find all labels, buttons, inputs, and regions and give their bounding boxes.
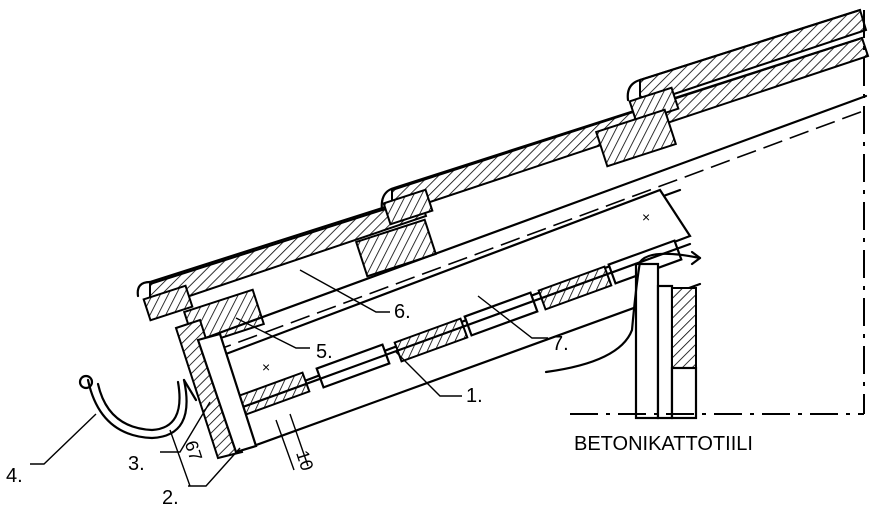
- callout-2: 2.: [162, 487, 179, 509]
- underlay-lines: [198, 94, 868, 364]
- ceiling-joists: [235, 239, 702, 450]
- fascia-boards: [174, 318, 258, 460]
- drawing-title: BETONIKATTOTIILI: [574, 433, 753, 455]
- callout-3: 3.: [128, 453, 145, 475]
- callout-4: 4.: [6, 465, 23, 487]
- leader-lines: [30, 269, 548, 487]
- callout-7: 7.: [552, 333, 569, 355]
- gutter: [78, 374, 198, 440]
- callout-labels: 1. 2. 3. 4. 5. 6. 7. 67 10 BETONIKATTOTI…: [6, 301, 753, 509]
- wall-detail: [544, 10, 865, 420]
- callout-6: 6.: [394, 301, 411, 323]
- cross-mark-left: ×: [262, 359, 270, 375]
- callout-1: 1.: [466, 385, 483, 407]
- cross-mark-right: ×: [642, 209, 650, 225]
- roof-tile-lower: [149, 196, 428, 308]
- callout-5: 5.: [316, 341, 333, 363]
- dimension-67: 67: [181, 438, 206, 463]
- dimension-10: 10: [292, 448, 317, 473]
